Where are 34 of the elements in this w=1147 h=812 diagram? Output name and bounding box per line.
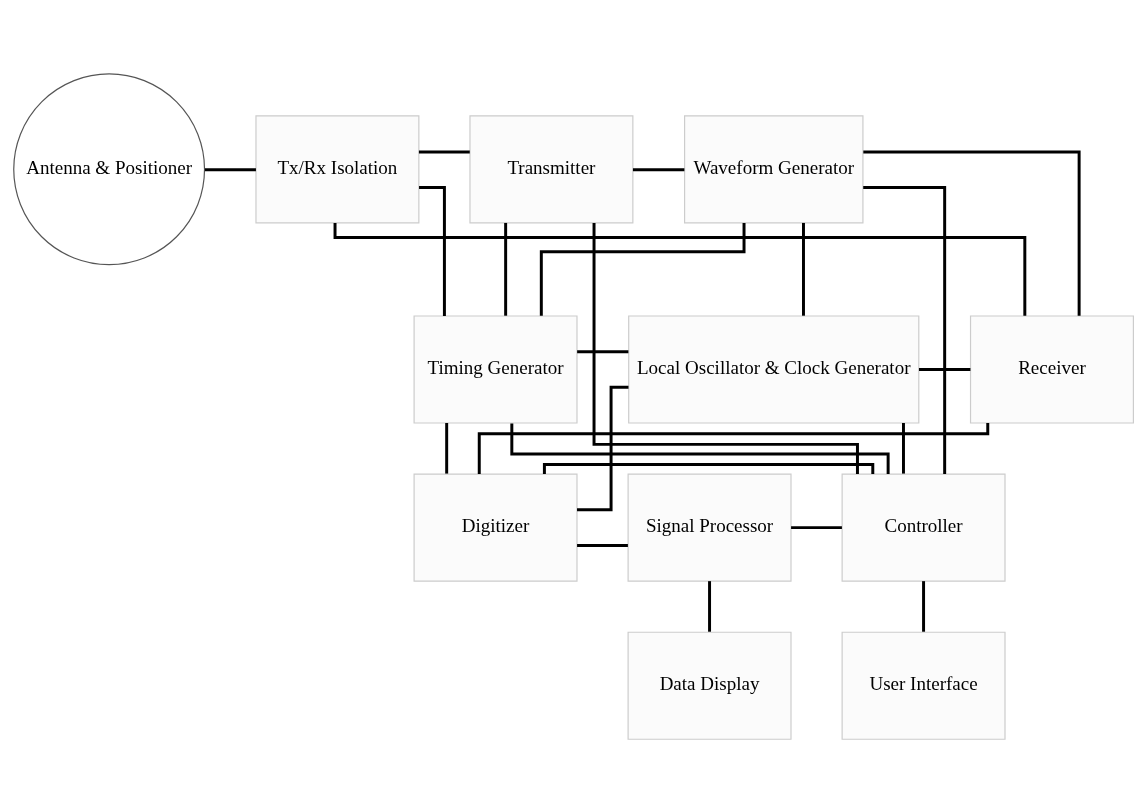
node-box: Signal Processor	[627, 473, 792, 582]
connector	[577, 349, 629, 353]
node-box: Local Oscillator & Clock Generator	[628, 314, 920, 424]
connector	[445, 422, 449, 474]
node-box: Controller	[841, 473, 1006, 582]
connector	[418, 149, 470, 153]
connector	[918, 367, 971, 371]
connector	[333, 222, 1027, 316]
node-box: Timing Generator	[413, 314, 578, 424]
connector	[708, 580, 712, 632]
node-box: User Interface	[841, 631, 1006, 740]
node-box: Transmitter	[469, 114, 634, 223]
connector	[632, 167, 685, 171]
node-box: Tx/Rx Isolation	[255, 114, 420, 223]
connector	[922, 580, 926, 632]
connector	[542, 462, 875, 474]
connector	[791, 525, 842, 529]
node-box: Waveform Generator	[684, 114, 864, 223]
node-box: Receiver	[969, 314, 1134, 424]
node-circle: Antenna & Positioner	[13, 72, 206, 265]
connector	[577, 543, 628, 547]
connector	[863, 149, 1081, 316]
node-box: Data Display	[627, 631, 792, 740]
connector	[592, 222, 859, 474]
connector	[539, 222, 746, 316]
connector	[902, 422, 905, 474]
connector	[510, 422, 890, 474]
node-box: Digitizer	[413, 473, 578, 582]
connector	[802, 222, 805, 316]
connector	[504, 222, 508, 316]
connector	[204, 167, 256, 171]
connector	[863, 185, 947, 474]
connector	[477, 422, 990, 474]
connector	[419, 185, 446, 316]
